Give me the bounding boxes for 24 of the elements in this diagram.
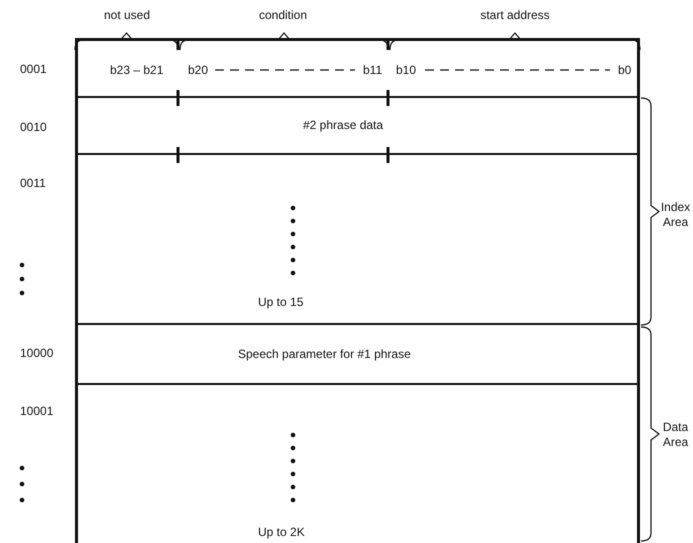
- bit-range-label: b20: [188, 63, 208, 77]
- area-label: Index Area: [660, 200, 692, 230]
- column-label: not used: [104, 8, 150, 22]
- row-text: #2 phrase data: [303, 118, 384, 132]
- row-text: Speech parameter for #1 phrase: [238, 347, 411, 361]
- bit-range-label: b10: [396, 63, 416, 77]
- bit-range-label: b11: [363, 63, 382, 77]
- memory-row: [75, 385, 640, 543]
- bit-range-label: b0: [618, 63, 632, 77]
- memory-row: [75, 325, 640, 385]
- memory-row: [75, 155, 640, 325]
- bit-range-label: b23 – b21: [110, 63, 164, 77]
- address-label: 10000: [20, 346, 54, 360]
- column-label: condition: [258, 8, 308, 22]
- address-label: 0011: [20, 176, 46, 190]
- row-text: Up to 15: [258, 295, 304, 309]
- row-text: Up to 2K: [258, 525, 305, 539]
- address-label: 0010: [20, 120, 47, 134]
- memory-row: [75, 98, 640, 155]
- area-label: Data Area: [662, 420, 690, 450]
- memory-row: [75, 38, 640, 98]
- address-label: 10001: [20, 404, 54, 418]
- address-label: 0001: [20, 62, 47, 76]
- column-label: start address: [480, 8, 550, 22]
